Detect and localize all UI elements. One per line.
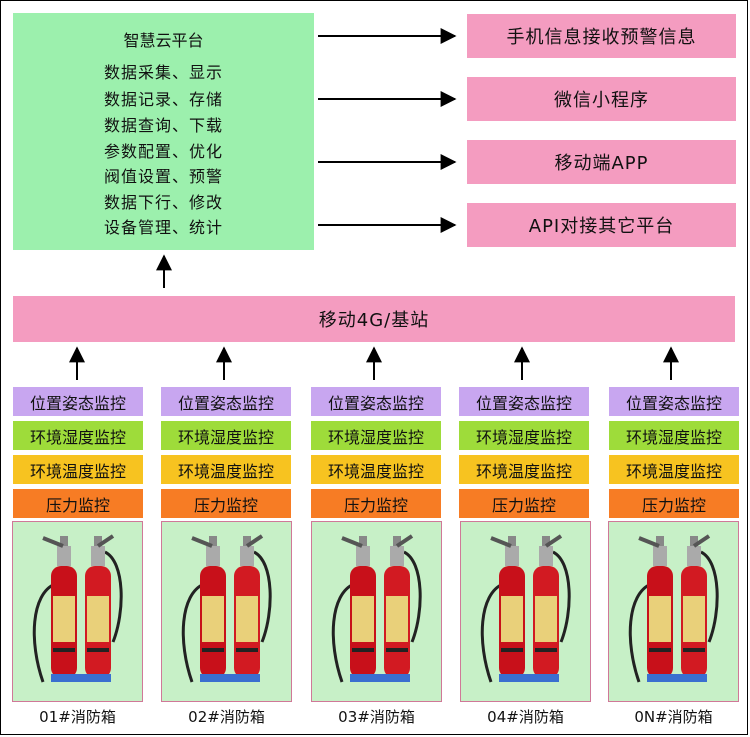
cloud-platform-box: 智慧云平台 数据采集、显示 数据记录、存储 数据查询、下载 参数配置、优化 阀值… <box>13 13 314 250</box>
fire-extinguisher-icon <box>331 534 422 683</box>
monitor-env-temperature: 环境温度监控 <box>311 455 441 484</box>
monitor-pressure: 压力监控 <box>609 489 739 518</box>
fire-extinguisher-icon <box>628 534 719 683</box>
fire-extinguisher-icon <box>181 534 272 683</box>
monitor-env-temperature: 环境温度监控 <box>459 455 589 484</box>
cloud-platform-title: 智慧云平台 <box>123 31 204 50</box>
fire-extinguisher-image <box>161 521 292 702</box>
fire-extinguisher-icon <box>480 534 571 683</box>
fire-extinguisher-image <box>12 521 143 702</box>
monitor-pressure: 压力监控 <box>459 489 589 518</box>
feature-item: 数据采集、显示 <box>103 63 223 82</box>
feature-item: 阀值设置、预警 <box>103 167 223 186</box>
output-wechat-miniprogram: 微信小程序 <box>467 77 736 121</box>
monitor-env-humidity: 环境湿度监控 <box>161 421 291 450</box>
monitor-position-posture: 位置姿态监控 <box>13 387 143 416</box>
monitor-position-posture: 位置姿态监控 <box>459 387 589 416</box>
fire-extinguisher-image <box>460 521 591 702</box>
fire-box-label: 02#消防箱 <box>188 708 265 726</box>
feature-item: 数据下行、修改 <box>103 193 223 212</box>
fire-box-label: 03#消防箱 <box>338 708 415 726</box>
monitor-position-posture: 位置姿态监控 <box>609 387 739 416</box>
monitor-position-posture: 位置姿态监控 <box>161 387 291 416</box>
monitor-position-posture: 位置姿态监控 <box>311 387 441 416</box>
monitor-env-temperature: 环境温度监控 <box>609 455 739 484</box>
feature-item: 数据查询、下载 <box>103 116 223 135</box>
fire-extinguisher-icon <box>32 534 123 683</box>
monitor-pressure: 压力监控 <box>311 489 441 518</box>
fire-extinguisher-image <box>311 521 442 702</box>
output-api-integration: API对接其它平台 <box>467 203 736 247</box>
monitor-pressure: 压力监控 <box>161 489 291 518</box>
fire-box-label: 01#消防箱 <box>39 708 116 726</box>
feature-item: 参数配置、优化 <box>103 142 223 161</box>
fire-box-label: 04#消防箱 <box>487 708 564 726</box>
monitor-env-humidity: 环境湿度监控 <box>13 421 143 450</box>
monitor-env-humidity: 环境湿度监控 <box>459 421 589 450</box>
fire-extinguisher-image <box>608 521 739 702</box>
output-mobile-app: 移动端APP <box>467 140 736 184</box>
monitor-env-humidity: 环境湿度监控 <box>311 421 441 450</box>
output-sms-alert: 手机信息接收预警信息 <box>467 14 736 58</box>
fire-box-label: 0N#消防箱 <box>634 708 713 726</box>
monitor-env-temperature: 环境温度监控 <box>161 455 291 484</box>
feature-item: 数据记录、存储 <box>103 90 223 109</box>
monitor-env-humidity: 环境湿度监控 <box>609 421 739 450</box>
mobile-4g-base-station: 移动4G/基站 <box>13 296 735 342</box>
monitor-env-temperature: 环境温度监控 <box>13 455 143 484</box>
feature-item: 设备管理、统计 <box>103 218 223 237</box>
monitor-pressure: 压力监控 <box>13 489 143 518</box>
